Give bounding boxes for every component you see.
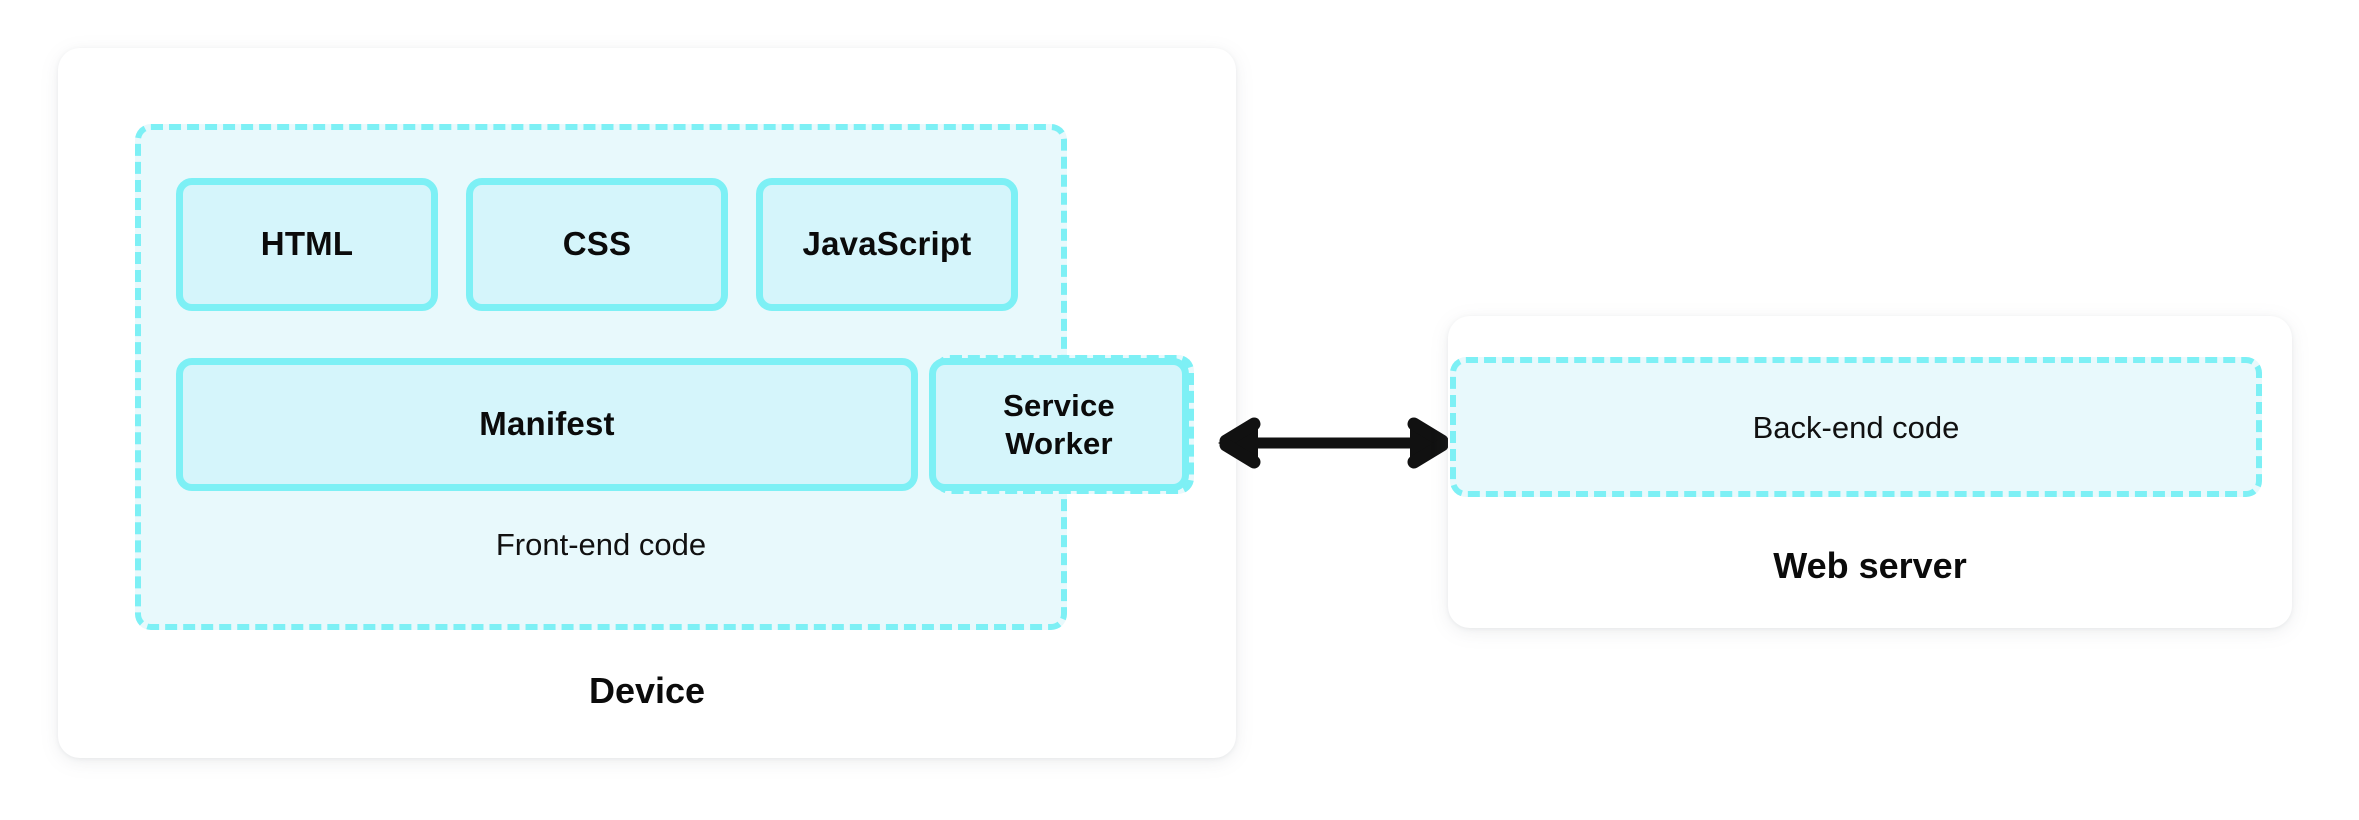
box-html-label: HTML xyxy=(260,225,354,263)
box-css[interactable]: CSS xyxy=(466,178,728,311)
box-manifest-label: Manifest xyxy=(479,405,615,443)
bidirectional-arrow-icon xyxy=(1218,417,1450,469)
box-service-worker[interactable]: Service Worker xyxy=(929,358,1189,491)
box-service-worker-label-line1: Service xyxy=(1003,387,1115,423)
device-caption: Device xyxy=(588,670,706,711)
web-server-caption: Web server xyxy=(1773,545,1967,586)
box-html[interactable]: HTML xyxy=(176,178,438,311)
backend-code-group xyxy=(1450,357,2262,497)
backend-code-caption: Back-end code xyxy=(1752,410,1960,445)
box-service-worker-label: Service Worker xyxy=(1003,387,1115,463)
box-service-worker-label-line2: Worker xyxy=(1005,425,1113,461)
box-css-label: CSS xyxy=(562,225,632,263)
frontend-code-caption: Front-end code xyxy=(495,527,707,562)
box-javascript-label: JavaScript xyxy=(802,225,972,263)
box-manifest[interactable]: Manifest xyxy=(176,358,918,491)
box-javascript[interactable]: JavaScript xyxy=(756,178,1018,311)
